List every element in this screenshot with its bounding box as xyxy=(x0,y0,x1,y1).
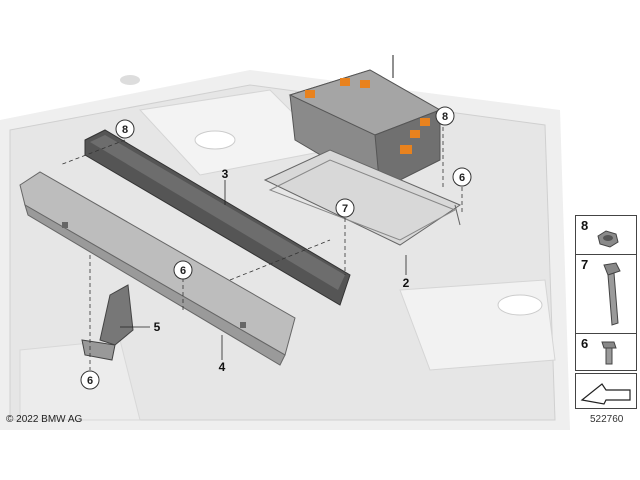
part-label-5: 5 xyxy=(154,320,161,334)
part-label-2: 2 xyxy=(403,276,410,290)
connector-orange xyxy=(360,80,370,88)
callout-6-middle-label: 6 xyxy=(180,265,186,277)
callout-8-right: 8 xyxy=(435,106,455,126)
legend-item-arrow xyxy=(575,373,637,409)
legend-item-7: 7 xyxy=(575,254,637,334)
callout-8-left: 8 xyxy=(115,119,135,139)
legend-number-6: 6 xyxy=(581,336,589,351)
fastener-legend: 8 7 6 xyxy=(575,215,637,409)
callout-7-label: 7 xyxy=(342,203,348,215)
connector-orange xyxy=(400,145,412,154)
control-module xyxy=(288,55,442,191)
part-label-3: 3 xyxy=(222,167,229,181)
direction-arrow-icon xyxy=(580,383,631,405)
connector-orange xyxy=(305,90,315,98)
legend-number-7: 7 xyxy=(581,257,589,272)
diagram-id: 522760 xyxy=(590,414,624,425)
callout-6-right: 6 xyxy=(452,167,472,187)
leader-lines xyxy=(120,180,407,360)
callout-7: 7 xyxy=(335,198,355,218)
connector-orange xyxy=(420,118,430,126)
legend-item-8: 8 xyxy=(575,215,637,255)
connector-orange xyxy=(410,130,420,138)
legend-item-6: 6 xyxy=(575,333,637,371)
callout-6-bottom-label: 6 xyxy=(87,375,93,387)
callout-6-right-label: 6 xyxy=(459,172,465,184)
part-label-4: 4 xyxy=(219,360,226,374)
callout-8-right-label: 8 xyxy=(442,111,448,123)
part-3-connector-strip xyxy=(84,129,351,306)
connector-orange xyxy=(340,78,350,86)
callout-6-bottom: 6 xyxy=(80,370,100,390)
copyright-notice: © 2022 BMW AG xyxy=(6,414,83,425)
part-2-bracket xyxy=(263,149,462,246)
part-4-rail xyxy=(19,171,296,366)
nut-icon xyxy=(597,230,619,248)
screw-icon xyxy=(601,341,617,365)
callout-8-left-label: 8 xyxy=(122,124,128,136)
callout-6-middle: 6 xyxy=(173,260,193,280)
assembly-lines xyxy=(59,127,463,370)
bolt-icon xyxy=(603,262,621,326)
legend-number-8: 8 xyxy=(581,218,589,233)
